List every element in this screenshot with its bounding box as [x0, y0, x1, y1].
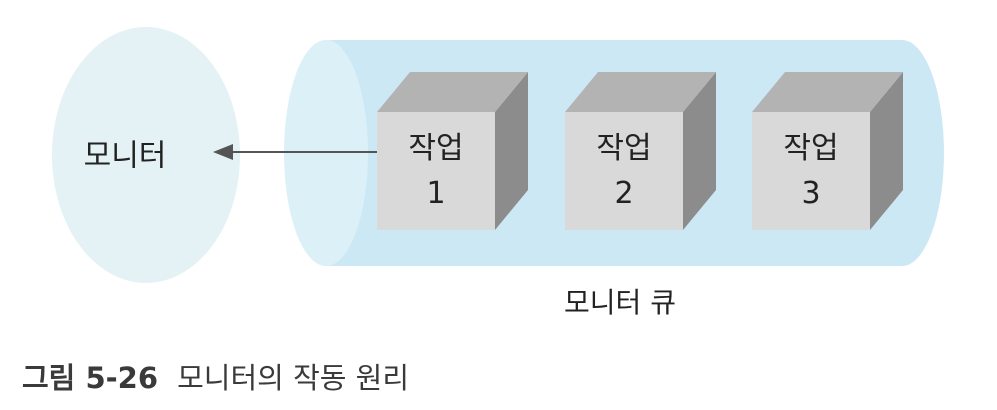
job-label: 작업: [408, 131, 463, 166]
job-number: 3: [801, 176, 820, 211]
job-cube-3: 작업 3: [752, 72, 903, 230]
job-cube-top: [565, 72, 716, 112]
job-cube-top: [377, 72, 528, 112]
job-cube-front: [752, 112, 870, 230]
job-cube-front: [565, 112, 683, 230]
job-cube-side: [495, 72, 528, 230]
caption-number: 그림 5-26: [22, 361, 158, 395]
monitor-label: 모니터: [84, 139, 167, 174]
job-cube-side: [870, 72, 903, 230]
figure-caption: 그림 5-26 모니터의 작동 원리: [22, 361, 409, 395]
arrow-head: [213, 144, 233, 160]
job-cube-1: 작업 1: [377, 72, 528, 230]
job-label: 작업: [596, 131, 651, 166]
job-cube-2: 작업 2: [565, 72, 716, 230]
queue-label: 모니터 큐: [564, 286, 676, 319]
dispatch-arrow: [213, 144, 377, 160]
caption-text: 모니터의 작동 원리: [177, 361, 409, 395]
job-number: 1: [426, 176, 445, 211]
monitor-ellipse: [52, 27, 240, 283]
job-label: 작업: [783, 131, 838, 166]
job-number: 2: [614, 176, 633, 211]
job-cube-side: [683, 72, 716, 230]
job-cube-front: [377, 112, 495, 230]
job-cube-top: [752, 72, 903, 112]
